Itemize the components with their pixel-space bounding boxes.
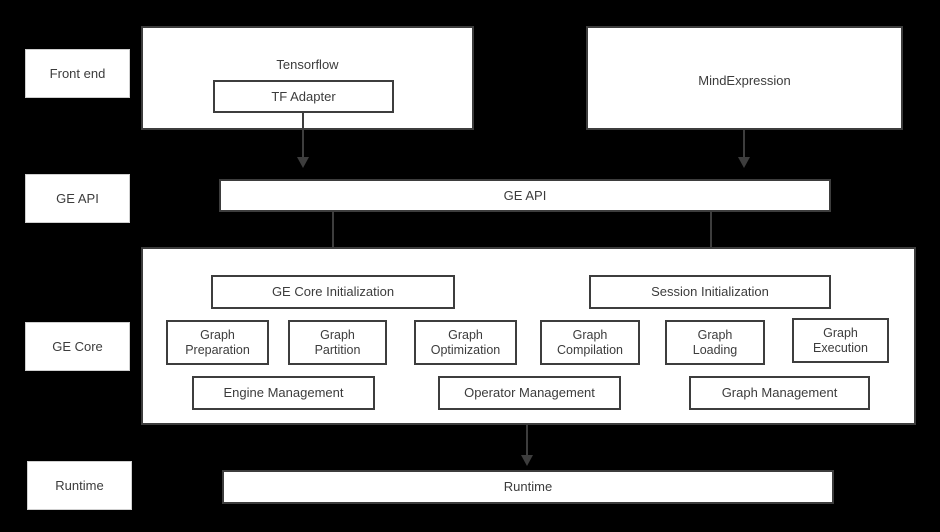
tensorflow-title: Tensorflow	[276, 57, 339, 72]
arrowhead-tf-adapter-to-ge-api	[297, 157, 309, 168]
connector-mindexpression-to-ge-api	[743, 130, 745, 159]
unit-graph-partition: Graph Partition	[288, 320, 387, 365]
arrowhead-ge-core-to-runtime	[521, 455, 533, 466]
runtime-bar: Runtime	[222, 470, 834, 504]
ge-api-bar: GE API	[219, 179, 831, 212]
connector-tf-adapter-to-ge-api	[302, 113, 304, 159]
unit-graph-execution: Graph Execution	[792, 318, 889, 363]
manager-engine-management: Engine Management	[192, 376, 375, 410]
unit-graph-compilation: Graph Compilation	[540, 320, 640, 365]
stage-label-runtime: Runtime	[27, 461, 132, 510]
tf-adapter-box: TF Adapter	[213, 80, 394, 113]
stage-label-ge-api: GE API	[25, 174, 130, 223]
connector-ge-core-to-runtime	[526, 425, 528, 457]
unit-graph-loading: Graph Loading	[665, 320, 765, 365]
unit-graph-preparation: Graph Preparation	[166, 320, 269, 365]
unit-graph-optimization: Graph Optimization	[414, 320, 517, 365]
connector-ge-api-to-session-init	[710, 212, 712, 256]
tensorflow-frame: Tensorflow	[141, 26, 474, 130]
mindexpression-title: MindExpression	[698, 73, 791, 88]
manager-operator-management: Operator Management	[438, 376, 621, 410]
mindexpression-frame: MindExpression	[586, 26, 903, 130]
arrowhead-mindexpression-to-ge-api	[738, 157, 750, 168]
stage-label-ge-core: GE Core	[25, 322, 130, 371]
connector-ge-api-to-ge-core-init	[332, 212, 334, 256]
stage-label-front-end: Front end	[25, 49, 130, 98]
manager-graph-management: Graph Management	[689, 376, 870, 410]
session-initialization-box: Session Initialization	[589, 275, 831, 309]
ge-core-initialization-box: GE Core Initialization	[211, 275, 455, 309]
